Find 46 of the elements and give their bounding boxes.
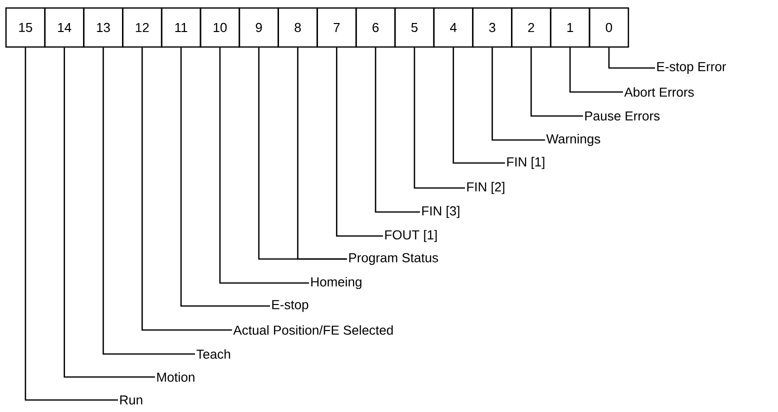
leader-line — [336, 48, 383, 237]
bit-label: Teach — [196, 349, 230, 359]
leader-line — [24, 48, 118, 401]
leader-line — [102, 48, 195, 355]
bit-label: Warnings — [546, 134, 600, 146]
bit-label: Actual Position/FE Selected — [233, 325, 393, 335]
leader-line — [452, 48, 505, 164]
bit-cell: 6 — [355, 7, 396, 48]
bit-label: E-stop Error — [657, 62, 726, 74]
bit-cell: 10 — [200, 7, 240, 48]
leader-line — [414, 48, 465, 189]
leader-line — [142, 48, 232, 331]
bit-cell: 2 — [511, 7, 552, 48]
bit-cell: 5 — [394, 7, 435, 48]
bit-cell: 3 — [472, 7, 512, 48]
bit-label: FOUT [1] — [385, 230, 437, 242]
bit-label: FIN [2] — [467, 182, 504, 194]
bit-cell: 7 — [316, 7, 357, 48]
leader-line — [258, 48, 347, 260]
bit-cell: 8 — [278, 7, 318, 48]
bit-label: Program Status — [349, 253, 438, 265]
leader-line — [180, 48, 270, 307]
bit-cell: 15 — [5, 7, 46, 48]
bit-cell: 14 — [44, 7, 84, 48]
leader-line — [492, 48, 545, 141]
leader-line — [530, 48, 583, 117]
leader-line — [64, 48, 155, 378]
bit-cell: 12 — [122, 7, 162, 48]
bit-cell: 4 — [433, 7, 474, 48]
leader-line — [608, 48, 655, 69]
bit-cell: 13 — [83, 7, 124, 48]
bit-label: FIN [3] — [422, 206, 460, 218]
bit-label: FIN [1] — [507, 156, 544, 170]
leader-line — [569, 48, 623, 93]
leader-line — [374, 48, 420, 213]
bit-label: Pause Errors — [585, 111, 660, 121]
bit-cell: 1 — [550, 7, 590, 48]
bit-label: Motion — [157, 372, 194, 382]
bit-label: Homeing — [311, 276, 362, 290]
bit-label: Run — [120, 395, 142, 405]
bit-cell: 0 — [588, 7, 630, 48]
bit-cell: 9 — [238, 7, 279, 48]
bit-cell: 11 — [160, 7, 202, 48]
bit-label: Abort Errors — [624, 87, 694, 97]
bit-label: E-stop — [272, 300, 308, 312]
leader-line — [219, 48, 309, 284]
